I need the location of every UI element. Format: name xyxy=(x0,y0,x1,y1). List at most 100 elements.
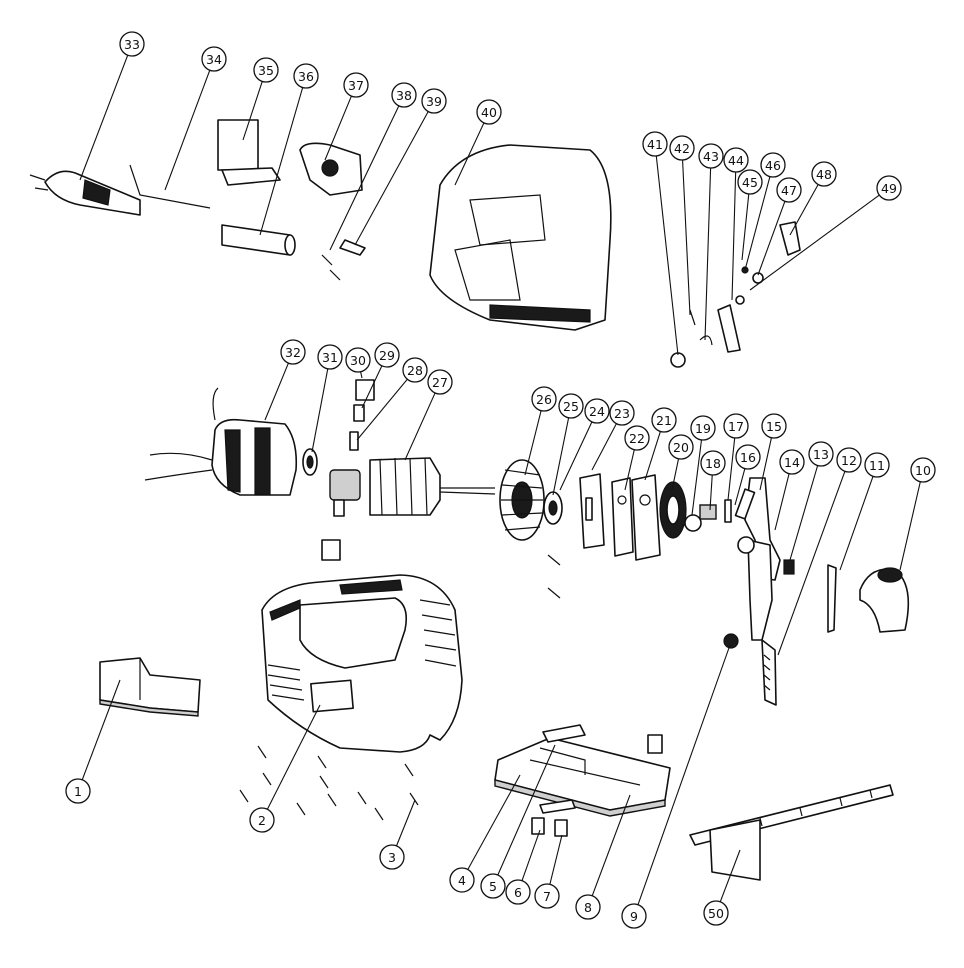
part-23-bracket xyxy=(579,473,605,549)
callout-label-34: 34 xyxy=(206,52,222,67)
callout-label-48: 48 xyxy=(816,167,832,182)
leader-line-22 xyxy=(624,449,635,491)
callout-circle-4 xyxy=(449,867,475,893)
leader-line-4 xyxy=(467,774,521,870)
callout-circle-24 xyxy=(584,398,610,424)
callout-5: 5 xyxy=(480,873,506,899)
part-16-20-gears xyxy=(659,481,756,539)
leader-line-49 xyxy=(749,194,880,291)
leader-line-25 xyxy=(552,417,570,496)
callout-label-41: 41 xyxy=(647,137,663,152)
callout-49: 49 xyxy=(876,175,902,201)
callout-label-26: 26 xyxy=(536,392,552,407)
callout-label-2: 2 xyxy=(258,813,266,828)
callout-29: 29 xyxy=(374,342,400,368)
callout-circle-14 xyxy=(779,449,805,475)
part-13-spring xyxy=(783,559,795,575)
callout-circle-35 xyxy=(253,57,279,83)
leader-line-27 xyxy=(404,392,436,461)
leader-line-23 xyxy=(591,423,617,471)
leader-line-35 xyxy=(242,81,263,141)
callout-circle-9 xyxy=(621,903,647,929)
callout-circle-2 xyxy=(249,807,275,833)
leader-line-38 xyxy=(329,105,400,251)
callout-3: 3 xyxy=(379,844,405,870)
callout-circle-5 xyxy=(480,873,506,899)
callout-31: 31 xyxy=(317,344,343,370)
part-9-nut xyxy=(723,633,739,649)
callout-23: 23 xyxy=(609,400,635,426)
leader-line-31 xyxy=(311,368,329,453)
leader-line-18 xyxy=(709,474,713,511)
callout-label-24: 24 xyxy=(589,404,605,419)
leader-line-40 xyxy=(454,122,485,186)
leader-line-9 xyxy=(637,644,731,905)
leader-line-26 xyxy=(524,410,542,476)
callout-circle-38 xyxy=(391,82,417,108)
callout-circle-27 xyxy=(427,369,453,395)
callout-label-46: 46 xyxy=(765,158,781,173)
callout-label-6: 6 xyxy=(514,885,522,900)
callout-label-29: 29 xyxy=(379,348,395,363)
callout-circle-25 xyxy=(558,393,584,419)
callout-label-45: 45 xyxy=(742,175,758,190)
callout-30: 30 xyxy=(345,347,371,373)
callout-circle-40 xyxy=(476,99,502,125)
callout-32: 32 xyxy=(280,339,306,365)
callout-40: 40 xyxy=(476,99,502,125)
callout-21: 21 xyxy=(651,407,677,433)
leader-line-14 xyxy=(774,473,790,531)
leader-line-48 xyxy=(789,184,819,236)
callout-47: 47 xyxy=(776,177,802,203)
callout-10: 10 xyxy=(910,457,936,483)
leader-line-47 xyxy=(757,201,786,276)
callout-50: 50 xyxy=(703,900,729,926)
callout-26: 26 xyxy=(531,386,557,412)
callout-39: 39 xyxy=(421,88,447,114)
callout-label-13: 13 xyxy=(813,447,829,462)
callout-7: 7 xyxy=(534,883,560,909)
leader-line-3 xyxy=(395,799,416,847)
callout-28: 28 xyxy=(402,357,428,383)
callout-37: 37 xyxy=(343,72,369,98)
callout-label-3: 3 xyxy=(388,850,396,865)
callout-11: 11 xyxy=(864,452,890,478)
leader-line-34 xyxy=(164,70,211,191)
callout-6: 6 xyxy=(505,879,531,905)
callout-circle-16 xyxy=(735,444,761,470)
callout-label-1: 1 xyxy=(74,784,82,799)
leader-line-44 xyxy=(731,171,737,301)
callout-label-19: 19 xyxy=(695,421,711,436)
callout-circle-21 xyxy=(651,407,677,433)
callout-label-50: 50 xyxy=(708,906,724,921)
part-14-15-plunger xyxy=(737,477,781,641)
callout-label-37: 37 xyxy=(348,78,364,93)
callout-circle-26 xyxy=(531,386,557,412)
part-12-blade xyxy=(761,639,777,706)
callout-label-39: 39 xyxy=(426,94,442,109)
leader-line-46 xyxy=(744,176,771,271)
callout-circle-22 xyxy=(624,425,650,451)
leader-line-19 xyxy=(691,439,703,516)
leader-line-33 xyxy=(79,55,129,181)
callout-label-44: 44 xyxy=(728,153,744,168)
part-21-22-plates xyxy=(611,474,661,561)
leader-line-5 xyxy=(497,744,556,876)
callout-circle-12 xyxy=(836,447,862,473)
leader-line-29 xyxy=(361,365,383,409)
callout-12: 12 xyxy=(836,447,862,473)
part-3-screws xyxy=(239,745,419,821)
callout-label-32: 32 xyxy=(285,345,301,360)
callout-27: 27 xyxy=(427,369,453,395)
callout-circle-19 xyxy=(690,415,716,441)
part-35-switch xyxy=(217,119,281,186)
callout-circle-47 xyxy=(776,177,802,203)
callout-label-7: 7 xyxy=(543,889,551,904)
callout-19: 19 xyxy=(690,415,716,441)
part-10-knob xyxy=(859,567,910,633)
callout-label-11: 11 xyxy=(869,458,885,473)
part-33-plug-cord xyxy=(29,170,141,216)
part-24-25-bearing xyxy=(543,491,563,599)
callout-circle-23 xyxy=(609,400,635,426)
leader-line-37 xyxy=(324,95,352,161)
